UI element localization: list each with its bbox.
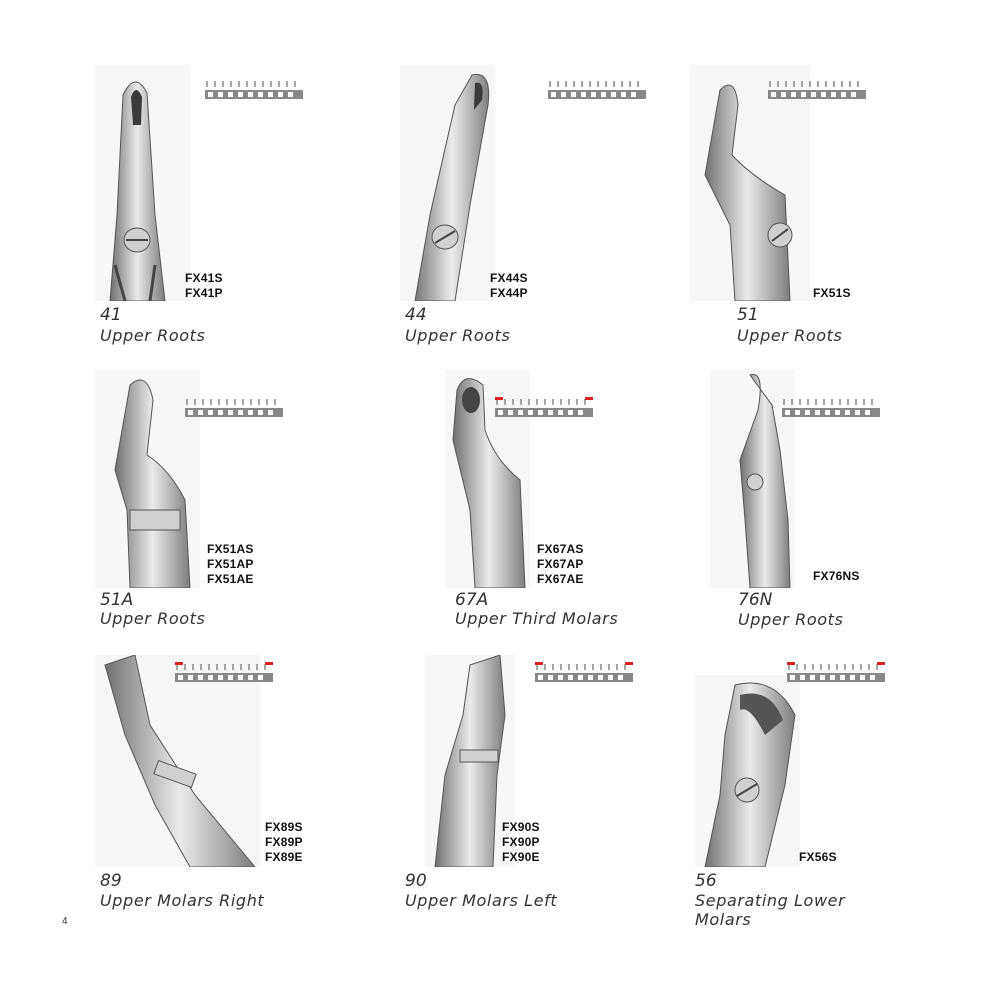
product-code: FX51AE bbox=[207, 572, 254, 586]
item-description: Upper Molars Left bbox=[405, 891, 558, 910]
product-89: FX89S FX89P FX89E 89 Upper Molars Right bbox=[95, 655, 355, 955]
product-codes: FX44S FX44P bbox=[490, 271, 528, 301]
product-codes: FX41S FX41P bbox=[185, 271, 223, 301]
item-description: Upper Roots bbox=[737, 326, 843, 345]
product-code: FX67AE bbox=[537, 572, 584, 586]
scale-bar bbox=[548, 77, 648, 103]
scale-bar bbox=[535, 660, 635, 686]
product-codes: FX76NS bbox=[813, 569, 860, 584]
product-51a: FX51AS FX51AP FX51AE 51A Upper Roots bbox=[95, 370, 355, 670]
scale-bar bbox=[787, 660, 887, 686]
product-code: FX44P bbox=[490, 286, 528, 300]
item-number: 76N bbox=[738, 590, 773, 610]
product-codes: FX56S bbox=[799, 850, 837, 865]
item-number: 67A bbox=[455, 590, 489, 610]
forceps-curved-icon bbox=[400, 65, 495, 301]
product-code: FX51AS bbox=[207, 542, 254, 556]
item-description: Upper Third Molars bbox=[455, 609, 619, 628]
forceps-lower-icon bbox=[695, 675, 800, 867]
product-51: FX51S 51 Upper Roots bbox=[690, 65, 950, 365]
product-code: FX67AS bbox=[537, 542, 584, 556]
product-code: FX41S bbox=[185, 271, 223, 285]
product-codes: FX67AS FX67AP FX67AE bbox=[537, 542, 584, 587]
scale-bar bbox=[175, 660, 275, 686]
page-number: 4 bbox=[62, 916, 68, 927]
product-76n: FX76NS 76N Upper Roots bbox=[710, 370, 970, 670]
item-number: 56 bbox=[695, 871, 717, 891]
product-41: FX41S FX41P 41 Upper Roots bbox=[95, 65, 355, 365]
item-number: 44 bbox=[405, 305, 427, 325]
product-code: FX56S bbox=[799, 850, 837, 864]
product-code: FX90P bbox=[502, 835, 540, 849]
forceps-molar-icon bbox=[95, 655, 260, 867]
item-number: 41 bbox=[100, 305, 122, 325]
forceps-bayonet-icon bbox=[95, 370, 200, 588]
forceps-bayonet-icon bbox=[690, 65, 810, 301]
item-description: Separating Lower Molars bbox=[695, 891, 846, 929]
product-code: FX89S bbox=[265, 820, 303, 834]
forceps-curved-icon bbox=[710, 370, 795, 588]
product-code: FX41P bbox=[185, 286, 223, 300]
item-description: Upper Roots bbox=[405, 326, 511, 345]
forceps-bayonet-icon bbox=[445, 370, 530, 588]
item-description: Upper Roots bbox=[738, 610, 844, 629]
product-code: FX51AP bbox=[207, 557, 254, 571]
product-56: FX56S 56 Separating Lower Molars bbox=[695, 655, 955, 955]
product-codes: FX51AS FX51AP FX51AE bbox=[207, 542, 254, 587]
scale-bar bbox=[185, 395, 285, 421]
forceps-straight-icon bbox=[95, 65, 190, 301]
product-90: FX90S FX90P FX90E 90 Upper Molars Left bbox=[400, 655, 660, 955]
item-description: Upper Molars Right bbox=[100, 891, 265, 910]
scale-bar bbox=[768, 77, 868, 103]
product-code: FX51S bbox=[813, 286, 851, 300]
product-codes: FX90S FX90P FX90E bbox=[502, 820, 540, 865]
product-code: FX90E bbox=[502, 850, 540, 864]
scale-bar bbox=[782, 395, 882, 421]
product-codes: FX89S FX89P FX89E bbox=[265, 820, 303, 865]
product-code: FX44S bbox=[490, 271, 528, 285]
item-number: 51A bbox=[100, 590, 134, 610]
product-codes: FX51S bbox=[813, 286, 851, 301]
product-code: FX89E bbox=[265, 850, 303, 864]
item-number: 90 bbox=[405, 871, 427, 891]
scale-bar bbox=[205, 77, 305, 103]
product-code: FX90S bbox=[502, 820, 540, 834]
item-number: 51 bbox=[737, 305, 759, 325]
product-67a: FX67AS FX67AP FX67AE 67A Upper Third Mol… bbox=[445, 370, 705, 670]
item-description: Upper Roots bbox=[100, 609, 206, 628]
product-44: FX44S FX44P 44 Upper Roots bbox=[400, 65, 660, 365]
product-code: FX67AP bbox=[537, 557, 584, 571]
forceps-molar-icon bbox=[425, 655, 515, 867]
item-description: Upper Roots bbox=[100, 326, 206, 345]
scale-bar bbox=[495, 395, 595, 421]
item-number: 89 bbox=[100, 871, 122, 891]
product-code: FX89P bbox=[265, 835, 303, 849]
product-code: FX76NS bbox=[813, 569, 860, 583]
